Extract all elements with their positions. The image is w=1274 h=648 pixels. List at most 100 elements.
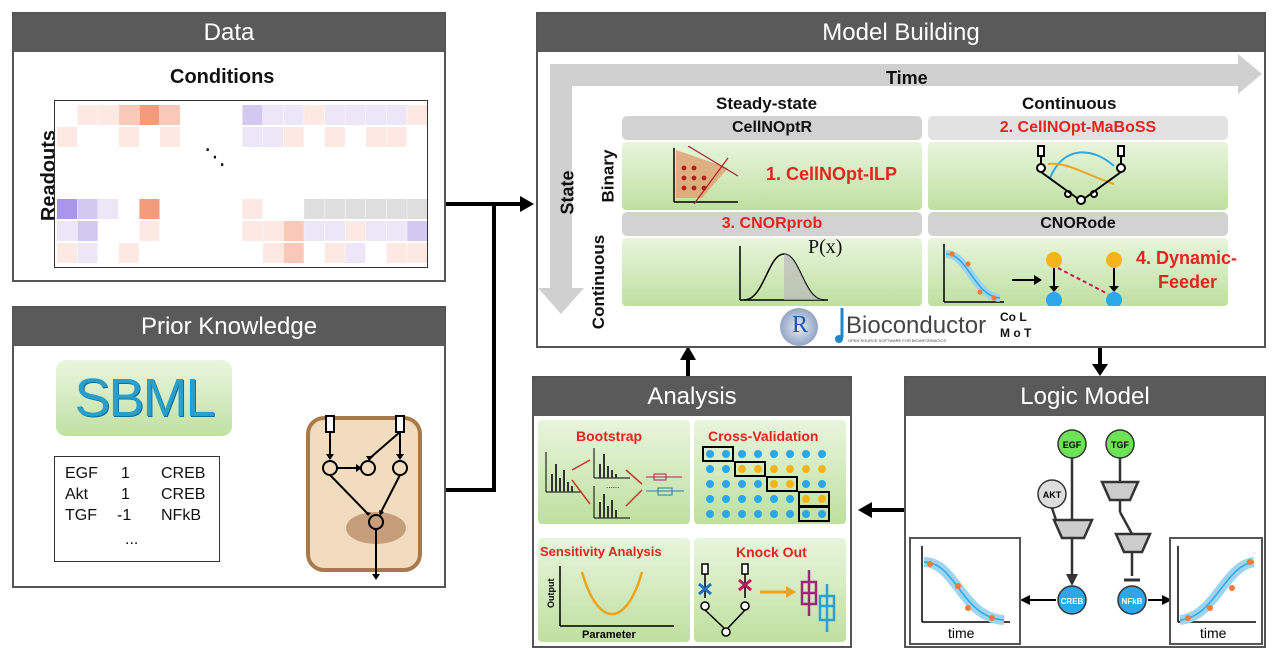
maboss-header: 2. CellNOpt-MaBoSS xyxy=(928,116,1228,140)
cv-dot xyxy=(706,465,714,473)
bioconductor-text: Bioconductor xyxy=(846,312,987,339)
heatmap-cell xyxy=(283,105,304,125)
colomot-logo-bottom: M o T xyxy=(1000,326,1032,340)
bioconductor-icon xyxy=(835,308,844,343)
cv-dot xyxy=(818,480,826,488)
logic-model-header: Logic Model xyxy=(906,378,1264,416)
model-building-header: Model Building xyxy=(538,14,1264,52)
heatmap-cell xyxy=(77,221,98,241)
cv-dot xyxy=(722,480,730,488)
table-cell: Akt xyxy=(65,486,89,503)
px-label: P(x) xyxy=(808,236,843,258)
heatmap-cell xyxy=(242,221,263,241)
heatmap-cell xyxy=(263,105,284,125)
cv-dot xyxy=(818,495,826,503)
cv-dot xyxy=(722,495,730,503)
bioconductor-subtitle: OPEN SOURCE SOFTWARE FOR BIOINFORMATICS xyxy=(848,338,947,343)
cv-dot xyxy=(722,465,730,473)
heatmap-cell xyxy=(283,221,304,241)
heatmap-cell xyxy=(57,221,78,241)
heatmap-cell xyxy=(118,105,139,125)
ilp-polytope-icon xyxy=(673,146,739,205)
cv-dot xyxy=(786,465,794,473)
binary-label: Binary xyxy=(598,149,618,203)
heatmap-cell xyxy=(407,105,428,125)
table-cell: 1 xyxy=(121,486,130,503)
dynamic-feeder-label-1: 4. Dynamic- xyxy=(1136,248,1238,268)
heatmap-cell xyxy=(407,243,428,263)
time-state-arrows xyxy=(538,54,1262,314)
heatmap-cell xyxy=(304,199,325,219)
heatmap-cell xyxy=(386,243,407,263)
cv-dot xyxy=(754,510,762,518)
heatmap-cell xyxy=(345,221,366,241)
cv-dot xyxy=(786,510,794,518)
heatmap-cell xyxy=(366,127,387,147)
heatmap-cell xyxy=(407,199,428,219)
table-ellipsis: ... xyxy=(125,531,139,548)
cv-dot xyxy=(754,495,762,503)
continuous-row-label: Continuous xyxy=(589,234,609,330)
sensitivity-plot: Output Parameter xyxy=(546,566,674,641)
heatmap-cell xyxy=(242,199,263,219)
conditions-label: Conditions xyxy=(170,66,275,88)
heatmap-cell xyxy=(324,243,345,263)
bootstrap-icon: ...... xyxy=(545,448,684,519)
table-cell: CREB xyxy=(161,486,206,503)
heatmap-cell xyxy=(345,105,366,125)
probability-curve-icon xyxy=(739,246,828,301)
knockout-icon xyxy=(698,563,836,637)
heatmap-cell xyxy=(263,221,284,241)
heatmap-cell xyxy=(139,105,160,125)
heatmap-cell xyxy=(324,221,345,241)
heatmap-cell xyxy=(57,243,78,263)
cv-dot xyxy=(770,510,778,518)
cv-dot xyxy=(706,480,714,488)
logic-network: EGF TGF AKT CREB NFkB time xyxy=(909,429,1263,645)
cnorode-header: CNORode xyxy=(928,212,1228,236)
heatmap xyxy=(54,100,428,268)
model-building-panel: Model Building Time State Steady-state C… xyxy=(536,12,1266,348)
cv-dot xyxy=(818,450,826,458)
heatmap-cell xyxy=(283,243,304,263)
heatmap-cell xyxy=(57,127,78,147)
heatmap-cell xyxy=(77,105,98,125)
sensitivity-cell xyxy=(538,538,690,642)
analysis-header: Analysis xyxy=(534,378,850,416)
table-cell: TGF xyxy=(65,507,97,524)
cv-dot xyxy=(802,450,810,458)
parameter-axis-label: Parameter xyxy=(582,629,637,641)
cv-dot xyxy=(738,510,746,518)
analysis-panel: Analysis Bootstrap Cross-Validation Sens… xyxy=(532,376,852,648)
cv-dot xyxy=(738,495,746,503)
cv-dot xyxy=(754,465,762,473)
heatmap-cell xyxy=(77,243,98,263)
table-cell: NFkB xyxy=(161,507,201,524)
cv-dot xyxy=(802,495,810,503)
cv-dot xyxy=(722,450,730,458)
time-label: Time xyxy=(886,68,928,88)
heatmap-cell xyxy=(263,127,284,147)
cv-dot xyxy=(818,510,826,518)
ilp-cell xyxy=(622,142,922,210)
cnorode-cell xyxy=(928,238,1228,306)
cv-dot xyxy=(754,480,762,488)
table-cell: CREB xyxy=(161,465,206,482)
cv-dot xyxy=(802,480,810,488)
heatmap-cell xyxy=(386,105,407,125)
data-panel-header: Data xyxy=(14,14,444,52)
cv-dot xyxy=(738,480,746,488)
heatmap-cell xyxy=(77,199,98,219)
creb-node: CREB xyxy=(1061,597,1084,606)
cross-validation-grid xyxy=(702,446,830,522)
heatmap-cell xyxy=(118,127,139,147)
heatmap-cell xyxy=(386,127,407,147)
cv-dot xyxy=(706,510,714,518)
cv-fold-box xyxy=(798,506,830,522)
cv-dot xyxy=(722,510,730,518)
heatmap-cell xyxy=(304,105,325,125)
cnorprob-header: 3. CNORprob xyxy=(622,212,922,236)
heatmap-cell xyxy=(242,105,263,125)
cv-fold-box xyxy=(734,461,766,477)
colomot-logo-top: Co L xyxy=(1000,310,1027,324)
